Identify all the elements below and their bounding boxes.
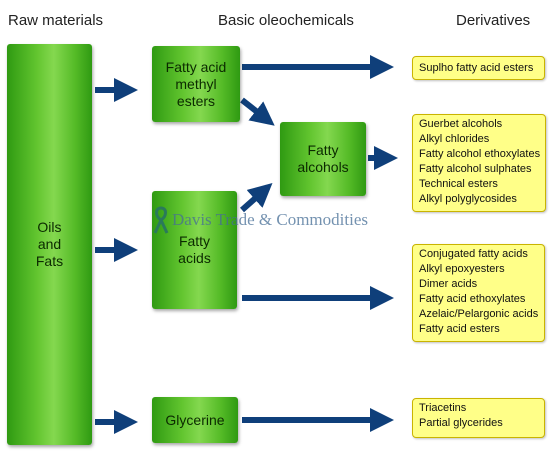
list-item: Alkyl epoxyesters [419, 263, 505, 275]
list-item: Azelaic/Pelargonic acids [419, 308, 539, 320]
glycerine-label: Glycerine [165, 411, 225, 428]
list-item: Alkyl chlorides [419, 133, 490, 145]
fatty-alcohols-label: Fatty alcohols [297, 142, 349, 175]
oils-and-fats-label: Oils and Fats [35, 219, 64, 269]
derivatives-glycerine-list: Triacetins Partial glycerides [412, 398, 545, 438]
list-item: Dimer acids [419, 278, 478, 290]
list-item: Technical esters [419, 178, 498, 190]
derivatives-alcohols-list: Guerbet alcohols Alkyl chlorides Fatty a… [412, 114, 546, 212]
list-item: Fatty acid esters [419, 323, 500, 335]
list-item: Fatty alcohol ethoxylates [419, 148, 541, 160]
list-item: Conjugated fatty acids [419, 248, 528, 260]
box-oils-and-fats: Oils and Fats [7, 44, 92, 445]
header-raw-materials: Raw materials [8, 12, 104, 29]
box-fatty-alcohols: Fatty alcohols [280, 122, 366, 196]
arrow-acids-to-alcohols [240, 183, 273, 213]
header-basic-oleochemicals: Basic oleochemicals [218, 12, 354, 29]
list-item: Partial glycerides [419, 417, 503, 429]
list-item: Suplho fatty acid esters [419, 62, 534, 74]
fatty-acids-label: Fatty acids [178, 233, 211, 266]
box-fatty-acid-methyl-esters: Fatty acid methyl esters [152, 46, 240, 122]
box-glycerine: Glycerine [152, 397, 238, 443]
list-item: Fatty alcohol sulphates [419, 163, 532, 175]
fatty-acid-methyl-esters-label: Fatty acid methyl esters [165, 58, 227, 109]
list-item: Alkyl polyglycosides [419, 193, 517, 205]
derivatives-acids-list: Conjugated fatty acids Alkyl epoxyesters… [412, 244, 545, 342]
header-derivatives: Derivatives [456, 12, 531, 29]
list-item: Fatty acid ethoxylates [419, 293, 526, 305]
list-item: Triacetins [419, 402, 467, 414]
list-item: Guerbet alcohols [419, 118, 503, 130]
box-fatty-acids: Fatty acids [152, 191, 237, 309]
arrow-esters-to-alcohols [240, 97, 275, 126]
derivatives-esters-list: Suplho fatty acid esters [412, 56, 545, 80]
